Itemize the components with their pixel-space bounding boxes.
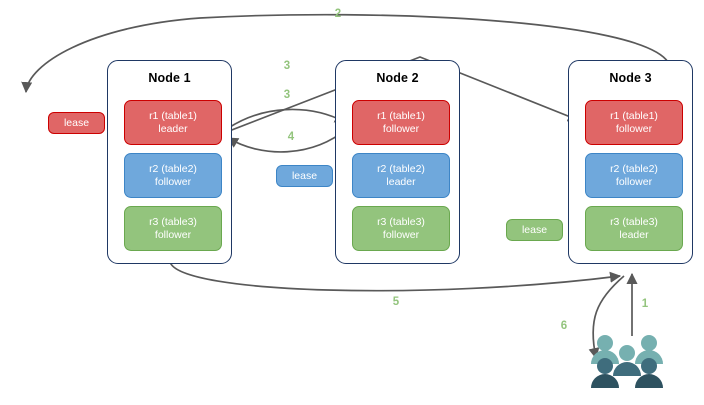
edge-label-3a: 3 [283,60,291,72]
edge-label-5: 5 [392,296,400,308]
lease-badge-red[interactable]: lease [48,112,105,134]
node-title-node2: Node 2 [376,71,419,85]
replica-name: r3 (table3) [377,215,425,228]
replica-node3-r1[interactable]: r1 (table1) follower [585,100,683,145]
replica-node3-r2[interactable]: r2 (table2) follower [585,153,683,198]
replica-name: r3 (table3) [149,215,197,228]
replica-name: r2 (table2) [149,162,197,175]
replica-node3-r3[interactable]: r3 (table3) leader [585,206,683,251]
replica-name: r1 (table1) [377,109,425,122]
replica-name: r2 (table2) [610,162,658,175]
edge-label-6: 6 [560,320,568,332]
node-title-node1: Node 1 [148,71,191,85]
replica-name: r1 (table1) [149,109,197,122]
replica-role: leader [386,175,416,188]
edge-5-path [169,261,622,292]
replica-node1-r1[interactable]: r1 (table1) leader [124,100,222,145]
replica-node2-r1[interactable]: r1 (table1) follower [352,100,450,145]
node-title-node3: Node 3 [609,71,652,85]
edge-3-curve-path [223,108,346,132]
replica-role: follower [154,175,192,188]
lease-badge-blue[interactable]: lease [276,165,333,187]
replica-node2-r3[interactable]: r3 (table3) follower [352,206,450,251]
node-container-node3[interactable]: Node 3 r1 (table1) follower r2 (table2) … [568,60,693,264]
replica-role: follower [615,122,653,135]
lease-badge-green[interactable]: lease [506,219,563,241]
edge-label-4: 4 [287,131,295,143]
replica-role: follower [154,228,192,241]
replica-node1-r3[interactable]: r3 (table3) follower [124,206,222,251]
edge-label-1: 1 [641,298,649,310]
replica-role: leader [158,122,188,135]
replica-name: r2 (table2) [377,162,425,175]
replica-node1-r2[interactable]: r2 (table2) follower [124,153,222,198]
node-container-node1[interactable]: Node 1 r1 (table1) leader r2 (table2) fo… [107,60,232,264]
replica-name: r1 (table1) [610,109,658,122]
edge-label-2: 2 [334,8,342,20]
replica-node2-r2[interactable]: r2 (table2) leader [352,153,450,198]
replica-role: follower [615,175,653,188]
users-group-icon [591,335,663,388]
replica-role: leader [619,228,649,241]
replica-role: follower [382,228,420,241]
replica-role: follower [382,122,420,135]
edge-label-3b: 3 [283,89,291,101]
node-container-node2[interactable]: Node 2 r1 (table1) follower r2 (table2) … [335,60,460,264]
replica-name: r3 (table3) [610,215,658,228]
